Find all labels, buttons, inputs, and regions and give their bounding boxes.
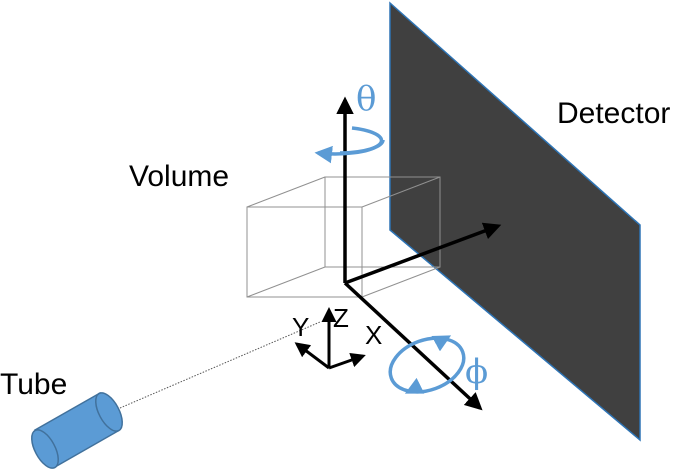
y-axis-label: Y xyxy=(292,312,310,342)
phi-rotation-arrow xyxy=(388,335,466,394)
z-axis-label: Z xyxy=(333,303,349,333)
phi-label: ϕ xyxy=(465,352,489,392)
x-axis-label: X xyxy=(365,320,383,350)
theta-label: θ xyxy=(356,79,377,119)
detector-plane xyxy=(389,1,641,442)
theta-rotation-arrow xyxy=(314,126,385,164)
tube-cylinder xyxy=(31,391,123,469)
detector-label: Detector xyxy=(557,97,671,130)
tube-label: Tube xyxy=(0,368,68,401)
beam-line xyxy=(119,321,321,409)
volume-axes xyxy=(294,307,366,370)
volume-label: Volume xyxy=(129,160,230,193)
volume-box xyxy=(246,176,441,298)
